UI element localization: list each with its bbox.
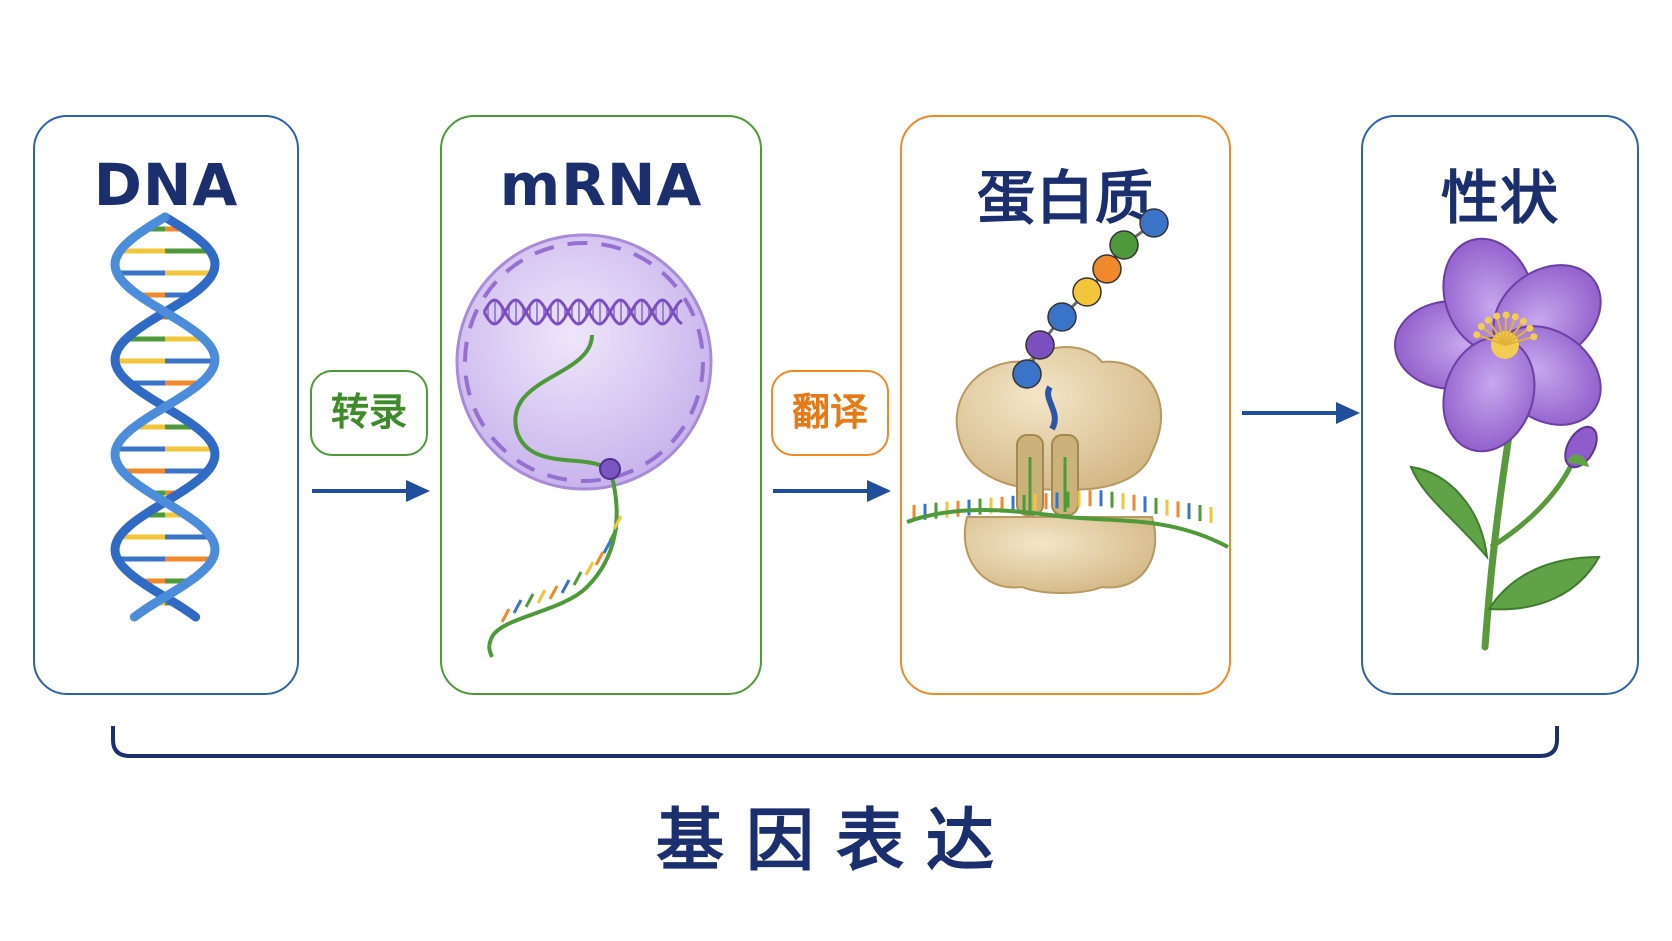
amino-acid-bead — [1109, 230, 1139, 260]
gene-expression-bracket — [111, 726, 1559, 758]
stage-card-dna: DNA — [33, 115, 299, 695]
mrna-base — [560, 579, 571, 594]
flower-stamen — [1530, 333, 1538, 341]
flower-stamen — [1511, 313, 1519, 321]
purple-flower-icon — [1394, 237, 1602, 651]
flower-stamen — [1473, 331, 1481, 339]
arrow-protein-to-trait — [1242, 402, 1360, 424]
flower-stamen — [1526, 324, 1534, 332]
step-label-transcription: 转录 — [310, 370, 428, 456]
flower-stamen — [1519, 317, 1527, 325]
ribosome-protein-icon — [906, 208, 1229, 594]
mrna-base — [536, 589, 547, 604]
mrna-base — [612, 515, 623, 530]
amino-acid-bead — [1047, 302, 1077, 332]
mrna-base — [548, 585, 559, 600]
flower-stamen — [1484, 316, 1492, 324]
stage-card-mrna: mRNA — [440, 115, 762, 695]
mrna-base — [602, 539, 613, 554]
mrna-base — [500, 608, 511, 623]
mrna-base — [594, 551, 605, 566]
arrow-dna-to-mrna — [312, 480, 430, 502]
stage-card-trait: 性状 — [1361, 115, 1639, 695]
stage-title-mrna: mRNA — [499, 151, 703, 219]
stage-title-protein: 蛋白质 — [976, 164, 1154, 232]
stage-title-dna: DNA — [93, 151, 239, 219]
mrna-base — [608, 527, 619, 542]
amino-acid-bead — [1025, 330, 1055, 360]
mrna-base — [584, 561, 595, 576]
stage-title-trait: 性状 — [1440, 164, 1559, 232]
amino-acid-bead — [1012, 359, 1042, 389]
gene-expression-label: 基因表达 — [655, 802, 1016, 881]
mrna-base — [524, 593, 535, 608]
nucleus-mrna-icon — [455, 233, 713, 658]
step-label-translation: 翻译 — [771, 370, 889, 456]
mrna-base — [512, 599, 523, 614]
dna-double-helix-icon — [110, 212, 220, 622]
flower-stamen — [1502, 311, 1510, 319]
arrow-mrna-to-protein — [773, 480, 891, 502]
flower-stamen — [1477, 323, 1485, 331]
flower-stamen — [1493, 312, 1501, 320]
amino-acid-bead — [1072, 277, 1102, 307]
amino-acid-bead — [1092, 254, 1122, 284]
mrna-base — [572, 571, 583, 586]
stage-card-protein: 蛋白质 — [900, 115, 1231, 695]
amino-acid-bead — [1139, 208, 1169, 238]
